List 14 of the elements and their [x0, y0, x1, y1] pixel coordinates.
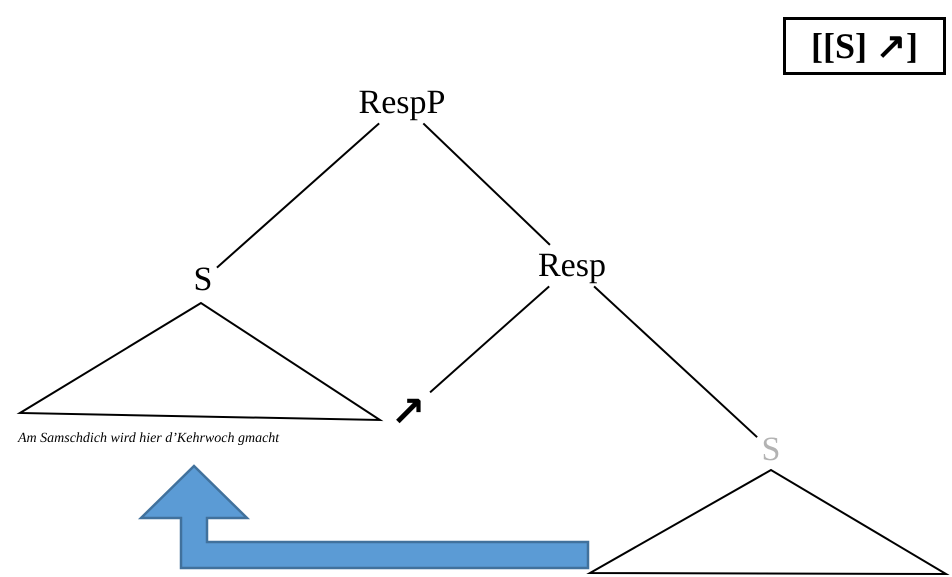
tree-branch [216, 122, 380, 268]
tree-branch [593, 286, 758, 438]
rising-arrow-symbol: ↗ [390, 391, 426, 433]
node-label: Resp [538, 249, 606, 283]
tree-branch [429, 286, 550, 394]
subtree-triangle [586, 468, 950, 576]
formula-text: [[S] ↗] [811, 28, 918, 64]
node-label: RespP [358, 86, 446, 120]
formula-box [783, 17, 946, 75]
node-label: S [762, 433, 780, 467]
node-label: S [194, 263, 212, 297]
block-arrow [138, 464, 590, 570]
tree-branch [422, 122, 551, 246]
sentence-text: Am Samschdich wird hier d’Kehrwoch gmacht [18, 432, 280, 446]
